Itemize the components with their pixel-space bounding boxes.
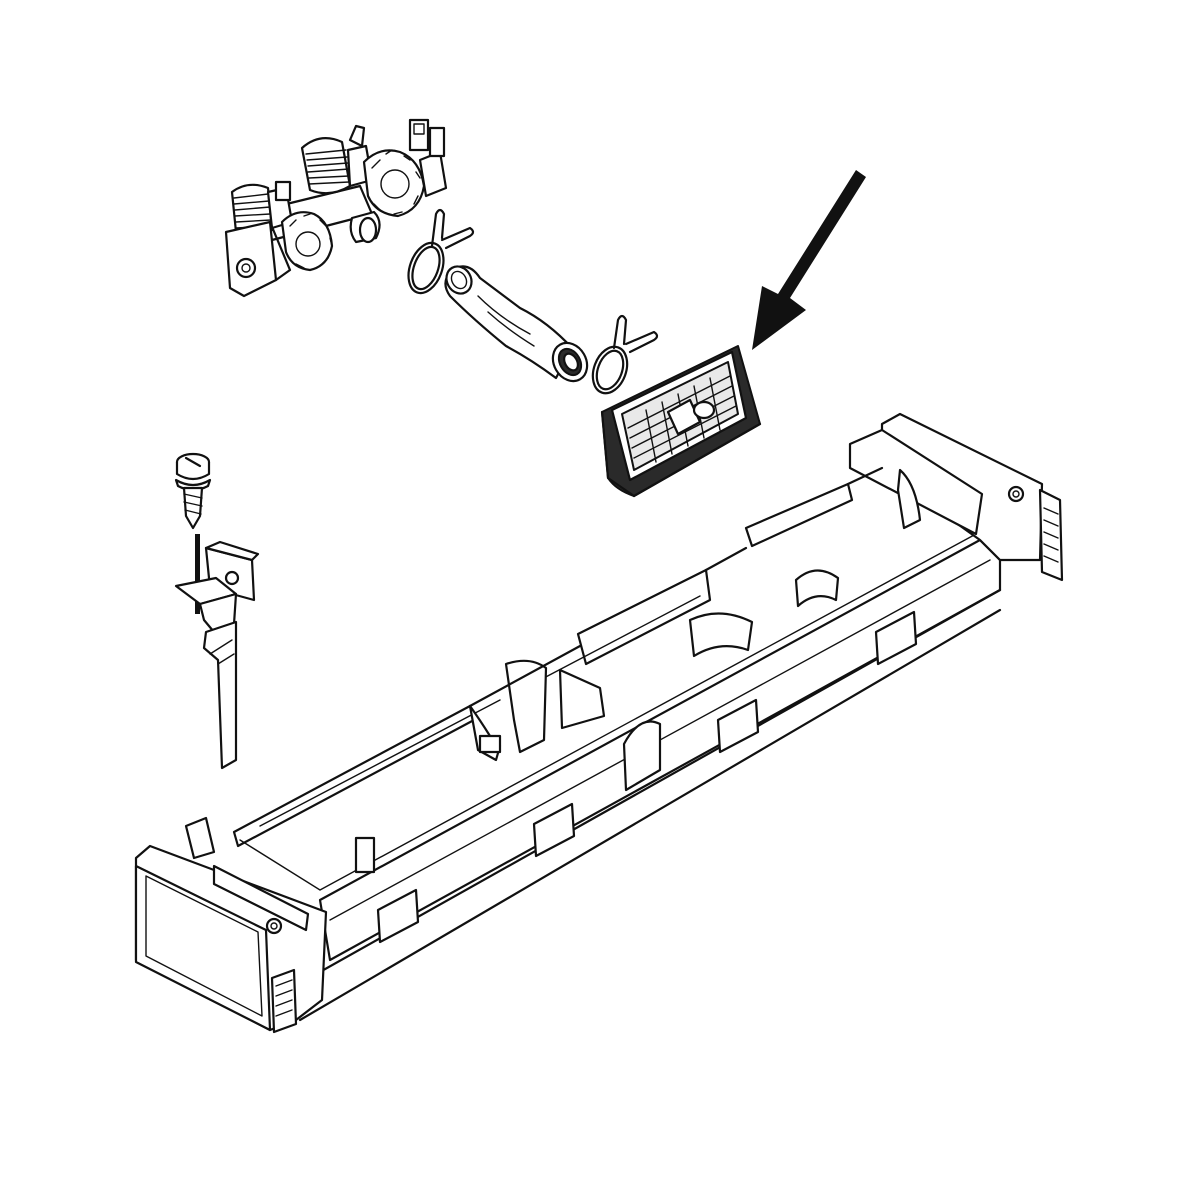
callout-arrow-icon bbox=[752, 170, 866, 350]
mounting-screw bbox=[174, 452, 212, 530]
dispenser-inlet-grille[interactable] bbox=[600, 345, 762, 498]
valve-outlet-left bbox=[280, 211, 334, 272]
valve-bracket bbox=[224, 220, 292, 298]
hose-clamp-upper bbox=[407, 208, 475, 295]
screw-guide-line bbox=[195, 534, 200, 614]
water-inlet-valve bbox=[224, 118, 448, 298]
solenoid-coil-right bbox=[300, 124, 374, 195]
lid-switch bbox=[174, 540, 260, 770]
hose-clamp-lower bbox=[591, 314, 659, 395]
valve-outlet-right bbox=[362, 118, 448, 218]
dispenser-tray-housing bbox=[134, 412, 1064, 1034]
inlet-hose bbox=[444, 265, 589, 383]
